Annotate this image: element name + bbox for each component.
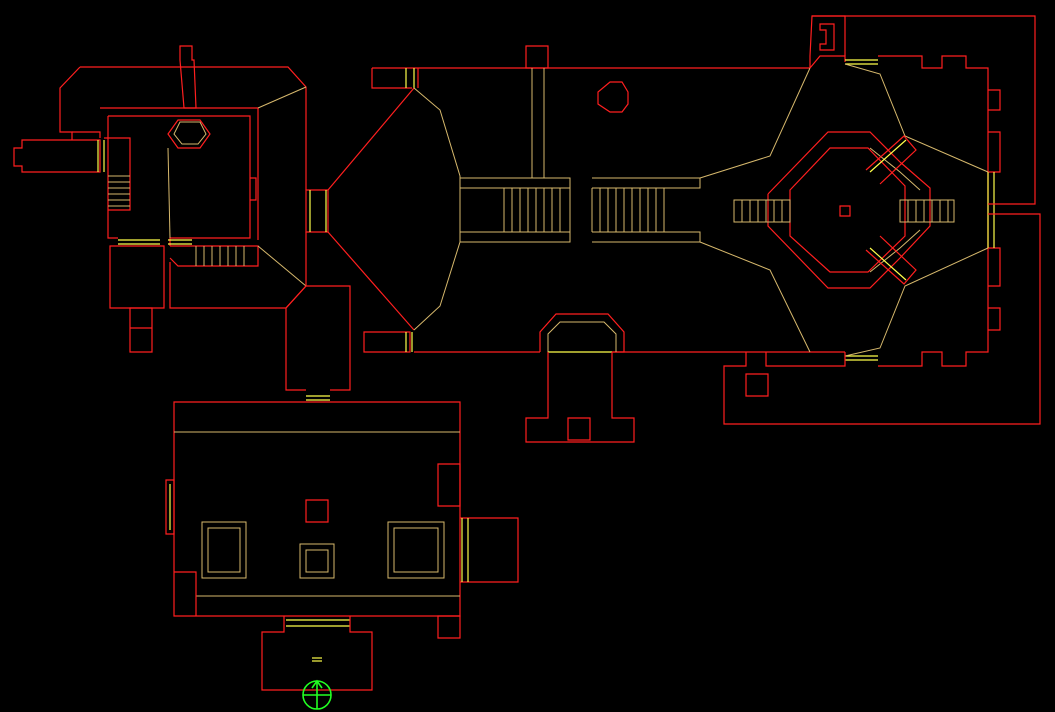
east-octagon-room [723,15,1041,425]
player-arrow-icon [302,679,332,710]
west-corridor [285,189,351,401]
south-alcove [525,313,635,443]
south-room [165,401,519,691]
central-hall [327,45,845,353]
northwest-room [13,45,307,353]
